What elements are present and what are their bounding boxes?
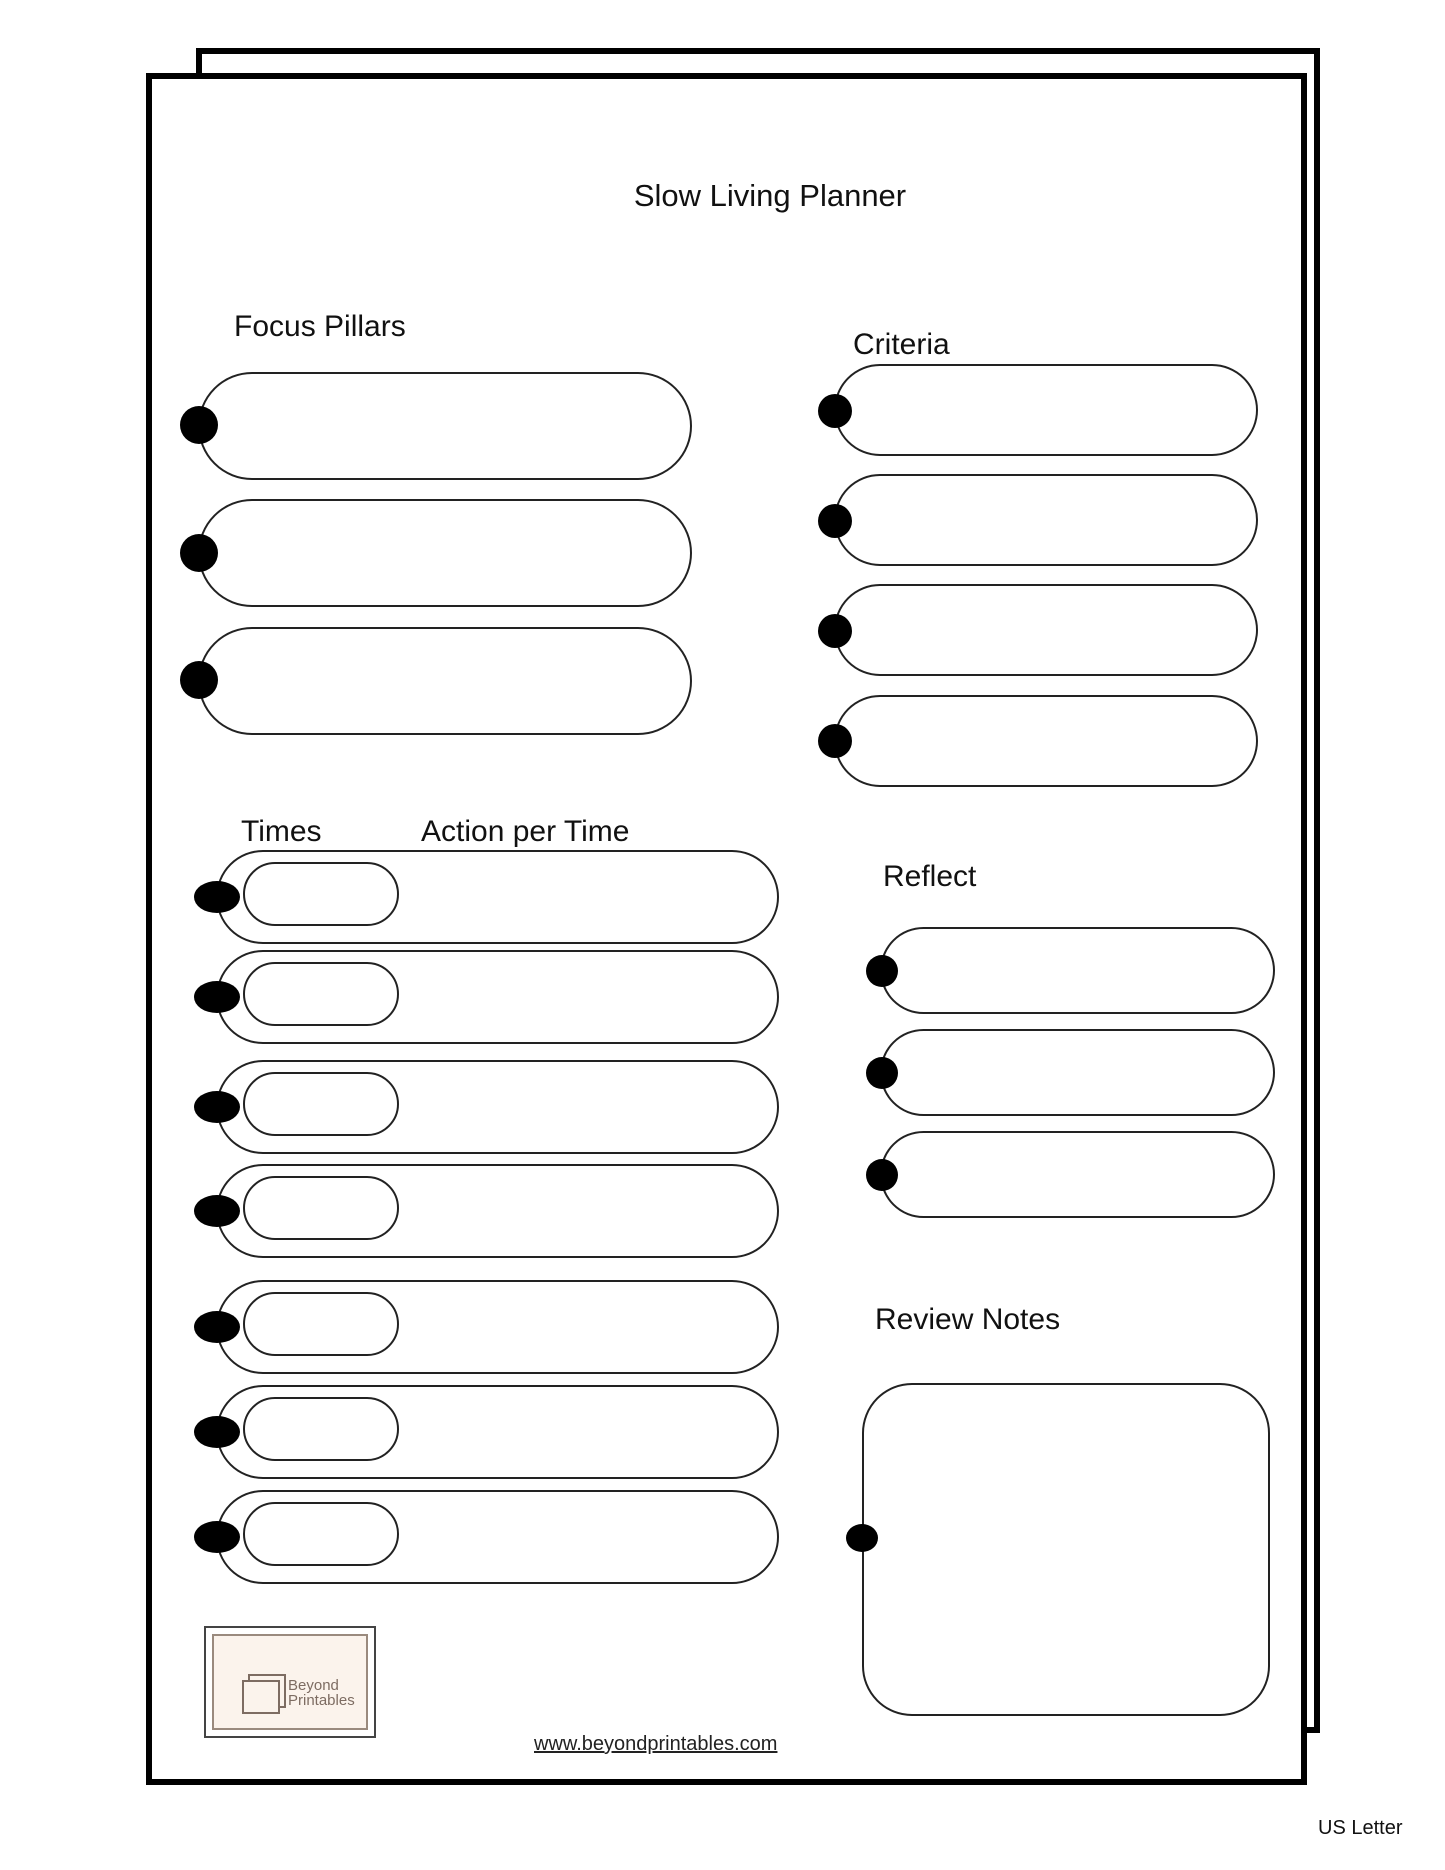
criteria-heading: Criteria [853, 328, 950, 361]
page-title: Slow Living Planner [633, 178, 907, 213]
bullet-dot-icon [866, 1057, 898, 1089]
times-heading: Times [241, 815, 322, 848]
focus-pillar-field[interactable] [198, 627, 692, 735]
bullet-dot-icon [194, 1195, 240, 1227]
action-per-time-heading: Action per Time [421, 815, 630, 848]
reflect-field[interactable] [880, 1131, 1275, 1218]
bullet-dot-icon [180, 406, 218, 444]
bullet-dot-icon [180, 534, 218, 572]
focus-pillars-heading: Focus Pillars [234, 310, 406, 343]
bullet-dot-icon [194, 1311, 240, 1343]
time-field[interactable] [243, 962, 399, 1026]
brand-logo: Beyond Printables [204, 1626, 376, 1738]
bullet-dot-icon [818, 504, 852, 538]
review-notes-box[interactable] [862, 1383, 1270, 1716]
time-field[interactable] [243, 1072, 399, 1136]
focus-pillar-field[interactable] [198, 499, 692, 607]
criteria-field[interactable] [834, 474, 1258, 566]
bullet-dot-icon [194, 1521, 240, 1553]
review-notes-heading: Review Notes [875, 1303, 1061, 1336]
bullet-dot-icon [846, 1524, 878, 1552]
focus-pillar-field[interactable] [198, 372, 692, 480]
criteria-field[interactable] [834, 695, 1258, 787]
reflect-heading: Reflect [883, 860, 977, 893]
logo-square-icon [242, 1680, 280, 1714]
time-field[interactable] [243, 1502, 399, 1566]
bullet-dot-icon [818, 394, 852, 428]
bullet-dot-icon [194, 981, 240, 1013]
website-link[interactable]: www.beyondprintables.com [534, 1733, 778, 1755]
criteria-field[interactable] [834, 584, 1258, 676]
reflect-field[interactable] [880, 927, 1275, 1014]
bullet-dot-icon [180, 661, 218, 699]
bullet-dot-icon [866, 955, 898, 987]
bullet-dot-icon [818, 724, 852, 758]
logo-text: Beyond Printables [288, 1677, 355, 1709]
time-field[interactable] [243, 1397, 399, 1461]
time-field[interactable] [243, 1292, 399, 1356]
time-field[interactable] [243, 862, 399, 926]
time-field[interactable] [243, 1176, 399, 1240]
criteria-field[interactable] [834, 364, 1258, 456]
bullet-dot-icon [866, 1159, 898, 1191]
paper-size-label: US Letter [1318, 1817, 1403, 1839]
bullet-dot-icon [194, 881, 240, 913]
bullet-dot-icon [818, 614, 852, 648]
reflect-field[interactable] [880, 1029, 1275, 1116]
bullet-dot-icon [194, 1091, 240, 1123]
bullet-dot-icon [194, 1416, 240, 1448]
